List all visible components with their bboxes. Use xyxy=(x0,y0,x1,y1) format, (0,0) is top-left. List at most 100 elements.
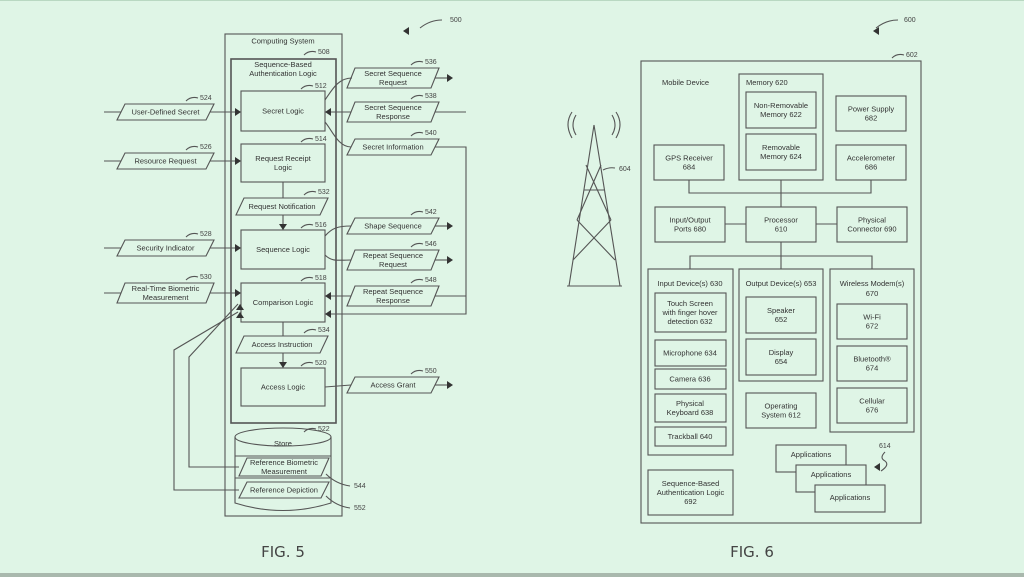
leader-line xyxy=(891,53,905,59)
access-grant-label: Access Grant xyxy=(370,381,416,390)
applications-reference: 614 xyxy=(879,443,891,450)
reference-number: 550 xyxy=(425,368,437,375)
figure-5-label: FIG. 5 xyxy=(261,543,305,561)
connector-line xyxy=(188,303,239,468)
reference-number: 522 xyxy=(318,426,330,433)
arrow-head xyxy=(279,362,287,368)
arrow-head xyxy=(447,381,453,389)
arrow-head xyxy=(403,27,409,35)
application-box xyxy=(814,484,886,513)
leader-line xyxy=(300,223,314,229)
repeat-sequence-request-shape xyxy=(346,249,440,271)
repeat-sequence-response-shape xyxy=(346,285,440,307)
leader-line xyxy=(880,451,888,472)
wireless-modems-box xyxy=(829,268,915,433)
request-receipt-logic-label: Logic xyxy=(274,163,292,172)
connector-line xyxy=(324,77,353,101)
cell-tower-icon: 604 xyxy=(567,111,631,287)
bottom-border xyxy=(0,573,1024,577)
reference-biometric-label: Reference Biometric xyxy=(250,458,318,467)
security-indicator-shape xyxy=(116,239,215,257)
request-notification-shape xyxy=(235,197,329,216)
physical-connector-label: Physical xyxy=(858,216,886,225)
leader-line xyxy=(410,369,424,375)
physical-keyboard-label: Keyboard 638 xyxy=(667,408,714,417)
reference-number: 508 xyxy=(318,49,330,56)
reference-number: 540 xyxy=(425,130,437,137)
wifi-box xyxy=(836,303,908,340)
memory-box xyxy=(738,73,824,181)
reference-depiction-label: Reference Depiction xyxy=(250,486,318,495)
reference-number: 544 xyxy=(354,483,366,490)
resource-request-shape xyxy=(116,152,215,170)
touch-screen-box xyxy=(654,292,727,333)
arrow-head xyxy=(236,304,244,310)
io-ports-label: Input/Output xyxy=(669,216,711,225)
reference-biometric-label: Measurement xyxy=(261,467,308,476)
leader-line xyxy=(602,167,616,171)
removable-memory-label: Memory 624 xyxy=(760,152,802,161)
power-supply-box xyxy=(835,95,907,132)
request-receipt-logic-label: Request Receipt xyxy=(255,154,311,163)
removable-memory-label: Removable xyxy=(762,143,800,152)
arrow-head xyxy=(325,292,331,300)
output-devices-title: Output Device(s) 653 xyxy=(746,279,817,288)
leader-line xyxy=(875,19,899,29)
authentication-logic-title: Sequence-Based xyxy=(254,60,312,69)
leader-line xyxy=(185,96,199,102)
secret-sequence-response-label: Response xyxy=(376,112,410,121)
wireless-modems-group: Wireless Modem(s)670Wi-Fi672Bluetooth®67… xyxy=(829,268,915,433)
tower-reference: 604 xyxy=(619,166,631,173)
gps-receiver-label: GPS Receiver xyxy=(665,154,713,163)
arrow-head xyxy=(447,256,453,264)
leader-line xyxy=(303,50,317,56)
display-box xyxy=(745,338,817,376)
non-removable-memory-box xyxy=(745,91,817,129)
repeat-sequence-request-label: Repeat Sequence xyxy=(363,251,423,260)
io-ports-label: Ports 680 xyxy=(674,225,706,234)
connector-line xyxy=(324,384,352,388)
reference-number: 528 xyxy=(200,231,212,238)
touch-screen-label: detection 632 xyxy=(667,317,712,326)
secret-sequence-request-label: Secret Sequence xyxy=(364,69,422,78)
touch-screen-label: Touch Screen xyxy=(667,299,713,308)
security-indicator-label: Security Indicator xyxy=(137,244,195,253)
bluetooth-label: Bluetooth® xyxy=(853,355,891,364)
repeat-sequence-response-label: Repeat Sequence xyxy=(363,287,423,296)
operating-system-label: Operating xyxy=(765,402,798,411)
wireless-modems-title: Wireless Modem(s) xyxy=(840,279,905,288)
sequence-logic-label: Sequence Logic xyxy=(256,245,310,254)
shape-sequence-shape xyxy=(346,217,440,235)
application-label: Applications xyxy=(791,450,832,459)
reference-number: 526 xyxy=(200,144,212,151)
arrow-head xyxy=(235,108,241,116)
secret-sequence-response-shape xyxy=(346,101,440,123)
secret-logic-label: Secret Logic xyxy=(262,107,304,116)
arrow-head xyxy=(325,310,331,318)
arrow-head xyxy=(873,27,879,35)
bluetooth-box xyxy=(836,345,908,382)
cellular-label: Cellular xyxy=(859,397,885,406)
leader-line xyxy=(300,84,314,90)
leader-line xyxy=(300,137,314,143)
reference-number: 600 xyxy=(904,17,916,24)
seq-auth-logic-box xyxy=(647,469,734,516)
accelerometer-label: 686 xyxy=(865,163,878,172)
arrow-head xyxy=(235,289,241,297)
leader-line xyxy=(410,210,424,216)
